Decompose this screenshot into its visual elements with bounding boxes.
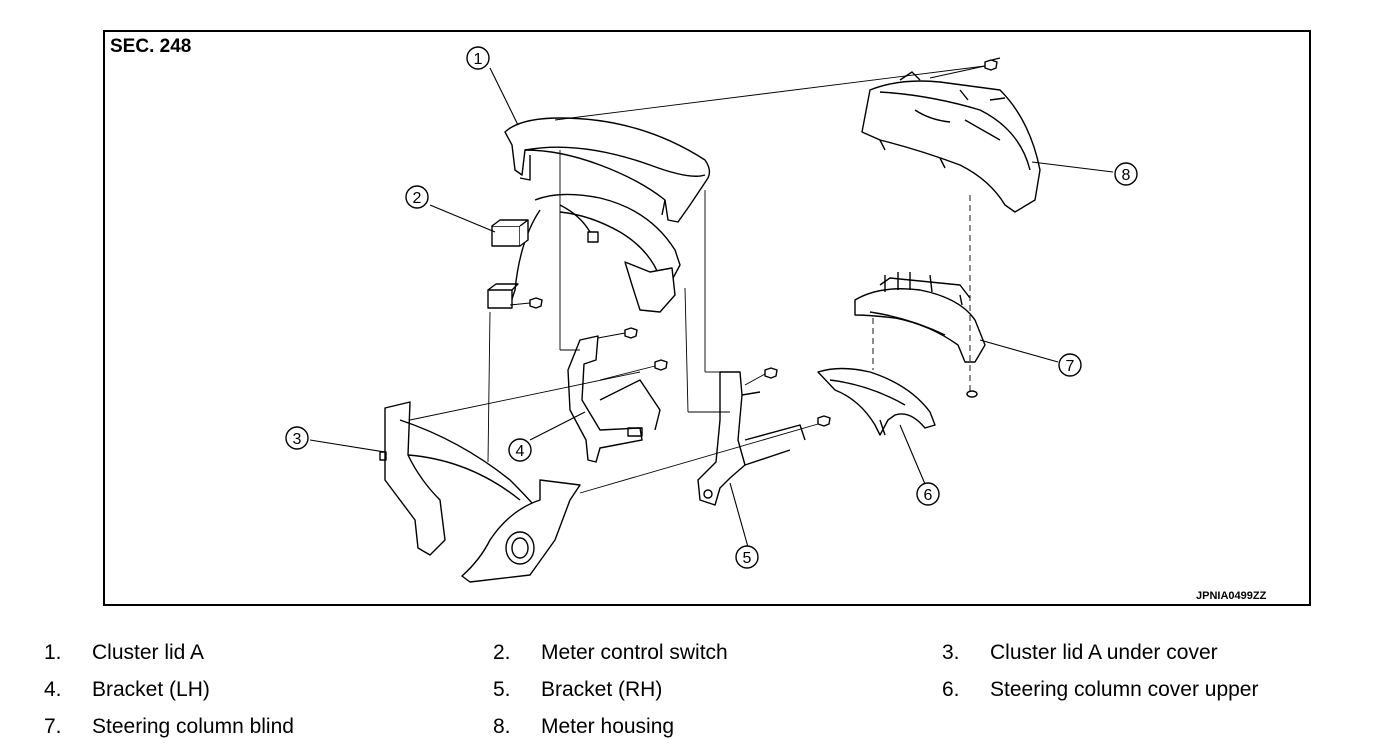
svg-text:7: 7	[1066, 358, 1075, 375]
section-label: SEC. 248	[110, 36, 192, 57]
part-meter-housing	[861, 71, 1041, 213]
legend-label: Cluster lid A under cover	[990, 641, 1218, 664]
legend-label: Steering column blind	[92, 715, 294, 738]
callout-8: 8	[1114, 162, 1138, 186]
figure-code: JPNIA0499ZZ	[1196, 590, 1267, 602]
svg-text:5: 5	[743, 550, 752, 567]
diagram-frame	[103, 30, 1311, 606]
svg-text:6: 6	[924, 487, 933, 504]
part-steering-column-cover-upper	[817, 367, 936, 436]
legend-label: Meter housing	[541, 715, 675, 738]
legend-label: Cluster lid A	[92, 641, 205, 664]
callout-5: 5	[735, 545, 759, 569]
callout-7: 7	[1058, 353, 1082, 377]
callout-4: 4	[508, 438, 532, 462]
legend-number: 8.	[493, 715, 511, 738]
callout-1: 1	[466, 46, 490, 70]
svg-text:8: 8	[1122, 167, 1131, 184]
leader-lines	[309, 67, 1114, 548]
legend-number: 7.	[44, 715, 62, 738]
svg-text:1: 1	[474, 51, 483, 68]
part-cluster-lid-a	[504, 117, 711, 223]
legend-number: 4.	[44, 678, 62, 701]
legend-label: Meter control switch	[541, 641, 728, 664]
callout-3: 3	[285, 426, 309, 450]
legend-number: 2.	[493, 641, 511, 664]
part-bracket-rh	[697, 371, 806, 506]
svg-text:2: 2	[413, 190, 422, 207]
part-steering-column-blind	[854, 272, 986, 363]
legend-number: 1.	[44, 641, 62, 664]
legend-label: Bracket (RH)	[541, 678, 663, 701]
legend-label: Bracket (LH)	[92, 678, 210, 701]
legend-number: 3.	[942, 641, 960, 664]
assembly-guide-lines	[409, 65, 986, 494]
part-meter-control-switch	[487, 193, 681, 313]
callout-2: 2	[405, 185, 429, 209]
part-bracket-lh	[567, 335, 661, 463]
legend-number: 5.	[493, 678, 511, 701]
svg-text:4: 4	[516, 443, 525, 460]
callout-6: 6	[916, 482, 940, 506]
part-cluster-lid-a-under-cover	[379, 401, 581, 583]
legend-label: Steering column cover upper	[990, 678, 1259, 701]
svg-text:3: 3	[293, 431, 302, 448]
legend-number: 6.	[942, 678, 960, 701]
